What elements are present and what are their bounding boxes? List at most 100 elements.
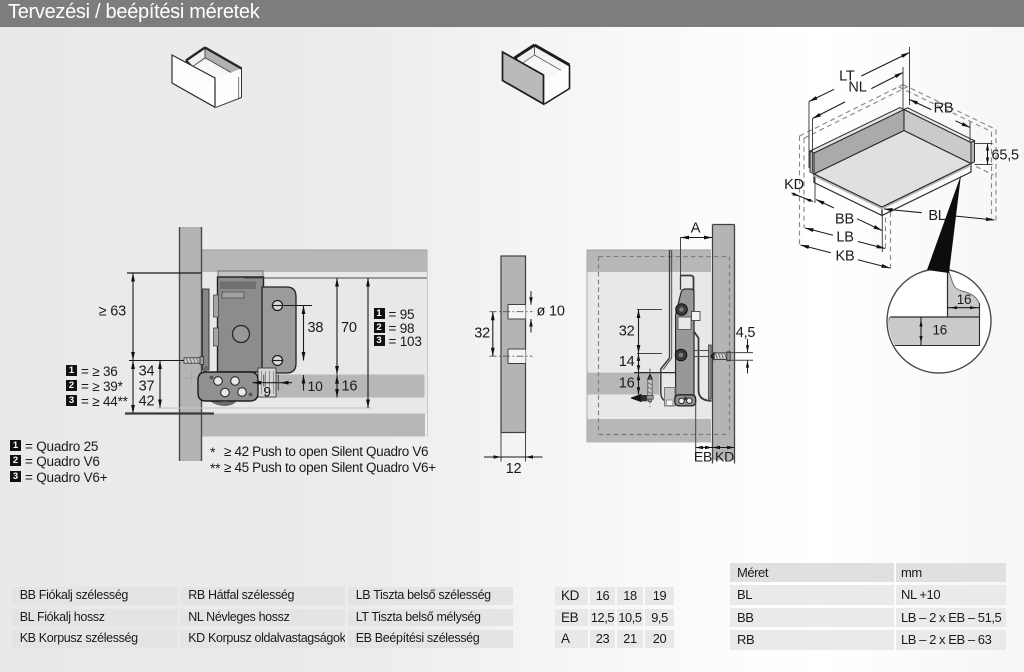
label-655: 65,5: [992, 148, 1020, 164]
label-rb: RB: [934, 101, 954, 117]
glossary-label: Beépítési szélesség: [374, 631, 480, 645]
side-mounting-screw: [710, 339, 753, 374]
label-dim-16: 16: [342, 379, 358, 395]
glossary-code: BB: [19, 588, 36, 602]
drawer-runner-rear: [630, 250, 712, 407]
glossary-code: KB: [19, 631, 36, 645]
label-offset-34: 34: [139, 364, 155, 380]
glossary-label: Fiókalj hossz: [36, 609, 105, 624]
footnote-text: ≥ 42 Push to open Silent Quadro V6: [224, 443, 429, 459]
glossary-cell: LB Tiszta belső szélesség: [347, 587, 513, 605]
glossary-cell: BL Fiókalj hossz: [11, 608, 178, 626]
detail-callout: 16 16: [886, 268, 992, 374]
footnote-mark: **: [210, 459, 221, 476]
label-dim-9: 9: [263, 384, 271, 400]
label-lb: LB: [836, 230, 853, 246]
glossary-code: NL: [188, 609, 204, 624]
dim-runner-heights: [244, 277, 427, 408]
glossary-cell: NL Névleges hossz: [180, 608, 346, 626]
label-offset-37: 37: [139, 379, 155, 395]
kd-table-value: 12,5: [590, 608, 615, 626]
footnote-mark: *: [210, 443, 216, 460]
glossary-code: LB: [355, 588, 371, 602]
label-hole-spacing: 32: [474, 326, 490, 342]
legend-key-text: = ≥ 44**: [81, 394, 128, 409]
legend-key-badge: 1: [373, 308, 385, 319]
legend-key-text: = Quadro V6: [25, 454, 100, 469]
back-panel-drawing: ø 10 32 12: [474, 255, 565, 477]
legend-key-badge: 3: [10, 470, 21, 482]
drawer-low-sides-icon: [171, 46, 243, 109]
legend-key-badge: 3: [373, 334, 385, 346]
dim-rear-stack: [636, 309, 662, 395]
glossary-cell: KB Korpusz szélesség: [11, 630, 178, 648]
glossary-code: LT: [355, 609, 369, 624]
size-table-header: mm: [896, 562, 1006, 582]
label-hole-diameter: ø 10: [537, 304, 565, 320]
glossary-cell: EB Beépítési szélesség: [347, 630, 513, 648]
footnote-text: ≥ 45 Push to open Silent Quadro V6+: [224, 459, 436, 475]
kd-table-label: EB: [555, 608, 588, 626]
size-table-cell: BL: [730, 585, 894, 605]
legend-key-badge: 1: [66, 365, 77, 376]
legend-key-text: = 98: [388, 320, 415, 336]
size-table-cell: LB – 2 x EB – 51,5: [896, 607, 1006, 627]
isometric-drawing: LT NL RB 65,5 KD BB LB KB BL 16 16: [784, 47, 1020, 374]
glossary-label: Korpusz szélesség: [38, 631, 138, 645]
dim-hole-offsets: [252, 374, 306, 391]
size-table-code: BL: [737, 587, 753, 602]
size-table-code: RB: [737, 632, 755, 647]
title-bar: Tervezési / beépítési méretek: [0, 0, 1024, 27]
kd-table-value: 20: [645, 630, 674, 648]
kd-table-label-text: A: [561, 631, 570, 646]
label-dim-38: 38: [308, 320, 324, 336]
kd-table-value: 9,5: [645, 608, 674, 626]
kd-table-value: 23: [590, 630, 615, 648]
legend-key-text: = ≥ 39*: [81, 379, 123, 394]
iso-dims: [791, 47, 995, 269]
dim-eb-kd: [695, 402, 735, 462]
kd-table-value: 10,5: [617, 608, 643, 626]
size-table-formula: NL +10: [901, 587, 941, 602]
label-lt: LT: [839, 68, 855, 84]
label-detail-16v: 16: [933, 322, 948, 337]
label-bl: BL: [928, 208, 945, 224]
label-rear-14: 14: [619, 354, 635, 370]
size-table-header-text: Méret: [737, 564, 768, 580]
label-kb: KB: [836, 249, 855, 265]
drawer-runner-side: [197, 270, 297, 406]
size-table-code: BB: [737, 609, 754, 625]
glossary-cell: BB Fiókalj szélesség: [11, 587, 178, 605]
glossary-label: Korpusz oldalvastagságok: [207, 631, 346, 645]
side-section-drawing: ≥ 63 34 37 42 38 70 16 9 10: [99, 227, 428, 461]
legend-key-text: = Quadro V6+: [25, 469, 108, 485]
legend-key-text: = Quadro 25: [25, 438, 99, 454]
dim-min-height: [127, 272, 202, 361]
front-mounting-screw: [129, 356, 204, 365]
glossary-cell: KD Korpusz oldalvastagságok: [180, 630, 346, 648]
legend-key-badge: 3: [66, 395, 77, 406]
label-min-height: ≥ 63: [99, 304, 126, 320]
glossary-label: Tiszta belső mélység: [371, 609, 481, 624]
kd-table-value: 21: [617, 630, 643, 648]
kd-table-value: 18: [617, 587, 643, 605]
size-table-cell: BB: [730, 607, 894, 627]
legend-key-badge: 1: [10, 439, 21, 451]
kd-table-value: 19: [645, 587, 674, 605]
label-kd: KD: [715, 449, 734, 465]
kd-table-label-text: EB: [561, 609, 579, 625]
label-bb: BB: [835, 212, 854, 228]
kd-table-label-text: KD: [561, 588, 580, 603]
legend-key-badge: 2: [10, 455, 21, 466]
glossary-code: RB: [188, 588, 205, 602]
dim-front-offsets: [125, 360, 371, 415]
size-table-formula: LB – 2 x EB – 51,5: [901, 609, 1002, 625]
size-table-cell: RB: [730, 630, 894, 650]
glossary-cell: RB Hátfal szélesség: [180, 587, 346, 605]
label-detail-16h: 16: [957, 292, 972, 307]
legend-key-badge: 2: [66, 380, 77, 391]
kd-table-value: 16: [590, 587, 615, 605]
label-eb: EB: [694, 449, 712, 465]
glossary-label: Névleges hossz: [206, 609, 290, 624]
